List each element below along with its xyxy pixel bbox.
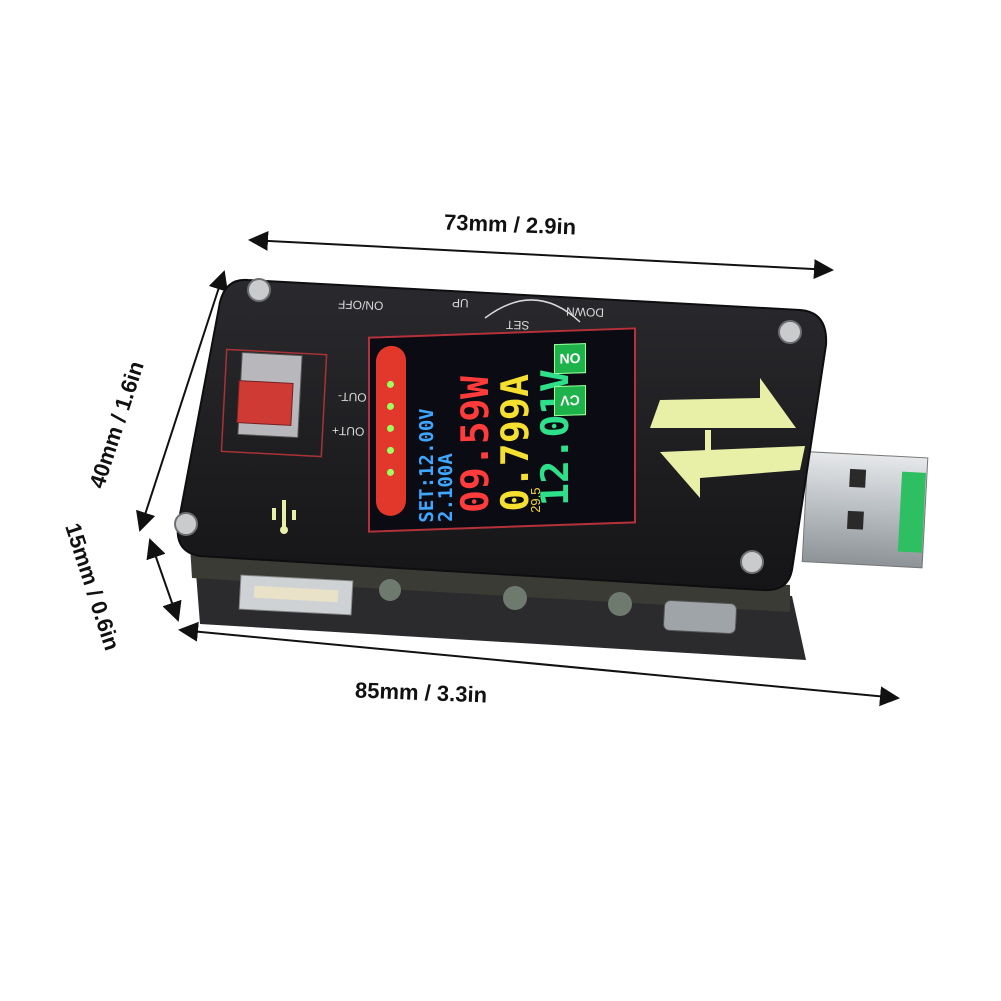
usb-a-male-plug xyxy=(801,451,929,569)
set-point-readout: SET:12.00V 2.100A xyxy=(416,407,457,524)
out-plus-label: OUT+ xyxy=(331,423,365,439)
nav-arc xyxy=(484,299,581,323)
length-dimension-arrow xyxy=(178,621,900,707)
down-button-label: DOWN xyxy=(565,304,605,320)
width-label: 73mm / 2.9in xyxy=(443,209,577,240)
up-button-label: UP xyxy=(451,295,469,311)
temperature-readout: 29.5 xyxy=(528,487,543,514)
output-on-badge: ON xyxy=(554,343,586,375)
usb-icon xyxy=(272,500,296,534)
lcd-screen: 12.01V 0.799A 09.59W SET:12.00V 2.100A O… xyxy=(368,327,636,533)
depth-dimension-arrow xyxy=(146,538,182,622)
power-readout: 09.59W xyxy=(453,374,497,514)
width-dimension-arrow xyxy=(248,230,834,280)
on-off-button-label: ON/OFF xyxy=(337,297,384,313)
battery-level-icon xyxy=(376,345,406,517)
screw xyxy=(174,278,802,574)
switch-outline xyxy=(220,348,328,458)
length-label: 85mm / 3.3in xyxy=(354,677,488,708)
height-dimension-arrow xyxy=(136,270,228,532)
usb-logo xyxy=(650,378,805,498)
micro-usb-port xyxy=(663,599,737,635)
cv-mode-badge: CV xyxy=(554,385,586,417)
out-minus-label: OUT- xyxy=(337,389,367,405)
